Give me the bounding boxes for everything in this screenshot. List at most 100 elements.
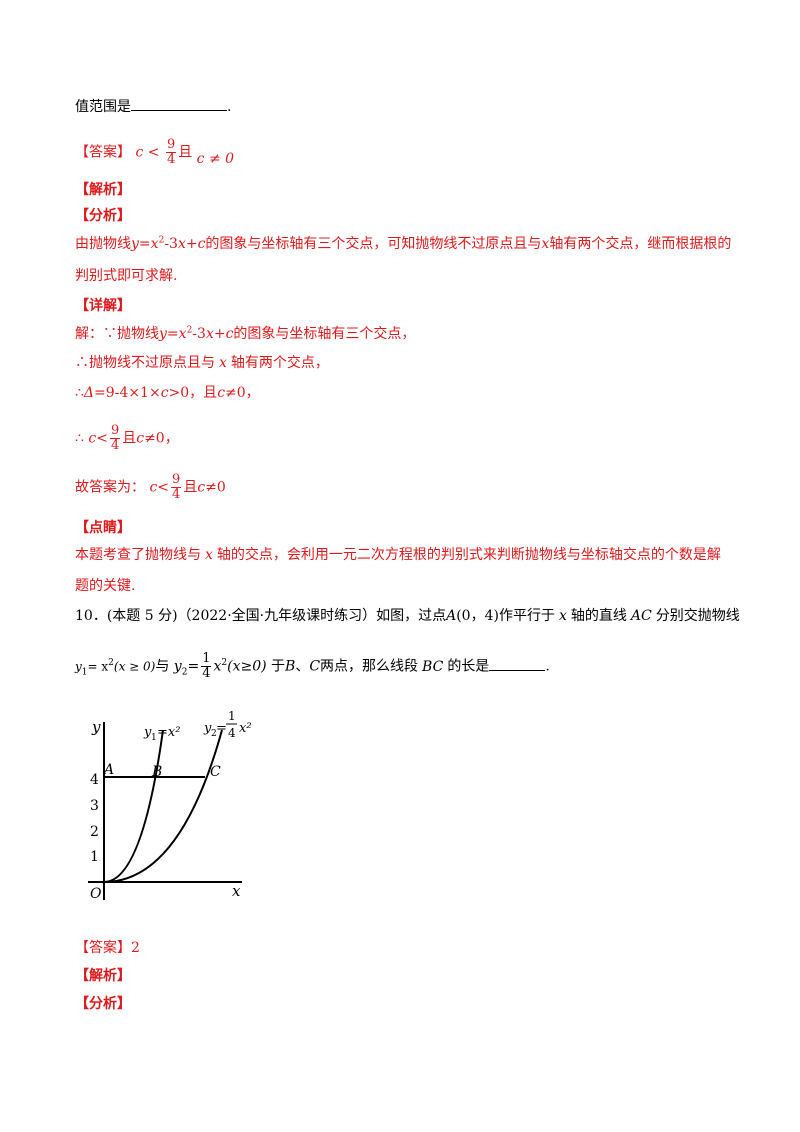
- origin-label: O: [90, 886, 102, 902]
- therefore: ∴: [75, 385, 84, 401]
- answer-blank: [131, 96, 227, 111]
- tick-label-1: 1: [90, 849, 99, 865]
- c2-sub: 2: [211, 729, 217, 739]
- var-x: x: [219, 355, 227, 371]
- var-y: y: [131, 236, 139, 252]
- x-axis-label: x: [232, 882, 241, 900]
- q10-answer: 【答案】2: [75, 938, 140, 958]
- var-x: x: [541, 236, 550, 252]
- var-c: c: [225, 326, 234, 342]
- sup: 2: [158, 235, 165, 246]
- text: 与: [155, 658, 170, 675]
- point-b: B: [285, 658, 296, 675]
- frac-den: 4: [172, 487, 181, 502]
- lt: <: [157, 479, 170, 496]
- c2-y: y: [203, 721, 212, 736]
- label-a: A: [102, 762, 114, 778]
- tick-label-4: 4: [90, 772, 99, 788]
- var-x: x: [213, 658, 222, 675]
- eq: = x: [87, 659, 109, 674]
- sub: 2: [181, 667, 188, 678]
- text: 解：∵抛物线: [75, 326, 159, 342]
- text: 由抛物线: [75, 236, 131, 252]
- eq: =: [187, 658, 200, 675]
- frac-num: 9: [165, 137, 177, 153]
- point-a: A: [446, 608, 457, 624]
- var-c: c: [160, 385, 169, 401]
- answer-value: 2: [131, 940, 140, 956]
- text: ≠0，: [144, 430, 179, 447]
- var-y: y: [173, 658, 182, 675]
- text: 的长是: [447, 658, 490, 675]
- tick-label-3: 3: [90, 798, 99, 814]
- text: 分别交抛物线: [655, 608, 740, 624]
- text: ≠0: [205, 479, 226, 496]
- frac-num: 1: [201, 651, 212, 667]
- frac-num: 9: [171, 472, 182, 488]
- var-x: x: [558, 608, 567, 624]
- lt: <: [96, 430, 108, 447]
- answer-and: 且: [178, 144, 193, 161]
- label-c: C: [210, 764, 221, 780]
- plus: +: [213, 326, 226, 342]
- point-c: C: [309, 658, 321, 675]
- text: 轴有两个交点，继而根据根的: [549, 236, 732, 252]
- text: 且: [183, 479, 198, 496]
- var-y: y: [159, 326, 167, 342]
- sub: 1: [81, 667, 88, 678]
- c1-rest: =x²: [157, 725, 180, 740]
- stem-text: 值范围是: [75, 99, 131, 115]
- detail-tag: 【详解】: [75, 298, 131, 314]
- text: 两点，那么线段: [320, 658, 419, 675]
- stem-end: .: [545, 658, 550, 675]
- tick-label-2: 2: [90, 824, 99, 840]
- stem-end: .: [227, 99, 232, 115]
- text: 作平行于: [498, 608, 555, 624]
- fenxi-line-1: 由抛物线y=x2-3x+c的图象与坐标轴有三个交点，可知抛物线不过原点且与x轴有…: [75, 234, 731, 254]
- cond: (x≥0): [227, 658, 267, 675]
- var-x: x: [205, 547, 213, 563]
- therefore: ∴: [75, 430, 84, 447]
- var-x: x: [205, 326, 214, 342]
- text: ∴抛物线不过原点且与: [75, 355, 215, 371]
- var-x: x: [178, 326, 187, 342]
- text: 轴的直线: [570, 608, 627, 624]
- text: 的图象与坐标轴有三个交点，可知抛物线不过原点且与: [205, 236, 542, 252]
- answer-tag: 【答案】: [75, 940, 131, 956]
- comment-line-2: 题的关键.: [75, 578, 136, 594]
- fenxi-line-2: 判别式即可求解.: [75, 268, 178, 284]
- text: 本题考查了抛物线与: [75, 547, 201, 563]
- curve2-label: y 2 = 1 4 x²: [203, 709, 252, 740]
- frac-den: 4: [110, 438, 120, 453]
- curve-y1: [103, 729, 164, 883]
- comment-tag: 【点睛】: [75, 520, 131, 536]
- var-c: c: [149, 479, 158, 496]
- answer-blank: [489, 656, 546, 671]
- var-c: c: [197, 479, 206, 496]
- delta: Δ: [83, 385, 95, 401]
- text: 于: [271, 658, 286, 675]
- c2-eq: =: [216, 721, 227, 736]
- q10-stem-line-1: 10．(本题 5 分)（2022·全国·九年级课时练习）如图，过点A(0，4)作…: [75, 606, 740, 626]
- frac-num: 9: [109, 423, 121, 439]
- label-b: B: [151, 764, 162, 780]
- c2-rest: x²: [239, 721, 252, 736]
- text: 轴有两个交点，: [230, 355, 329, 371]
- detail-line-3: ∴Δ=9-4×1×c>0，且c≠0，: [75, 383, 260, 403]
- fenxi-tag-1: 【分析】: [75, 208, 131, 224]
- answer-cond: c ≠ 0: [196, 150, 235, 167]
- eq: =: [166, 326, 179, 342]
- var-c: c: [217, 385, 226, 401]
- text: =9-4×1×: [94, 385, 161, 401]
- frac-den: 4: [166, 152, 176, 167]
- var-y: y: [75, 659, 82, 674]
- eq-rest: -3: [164, 236, 178, 252]
